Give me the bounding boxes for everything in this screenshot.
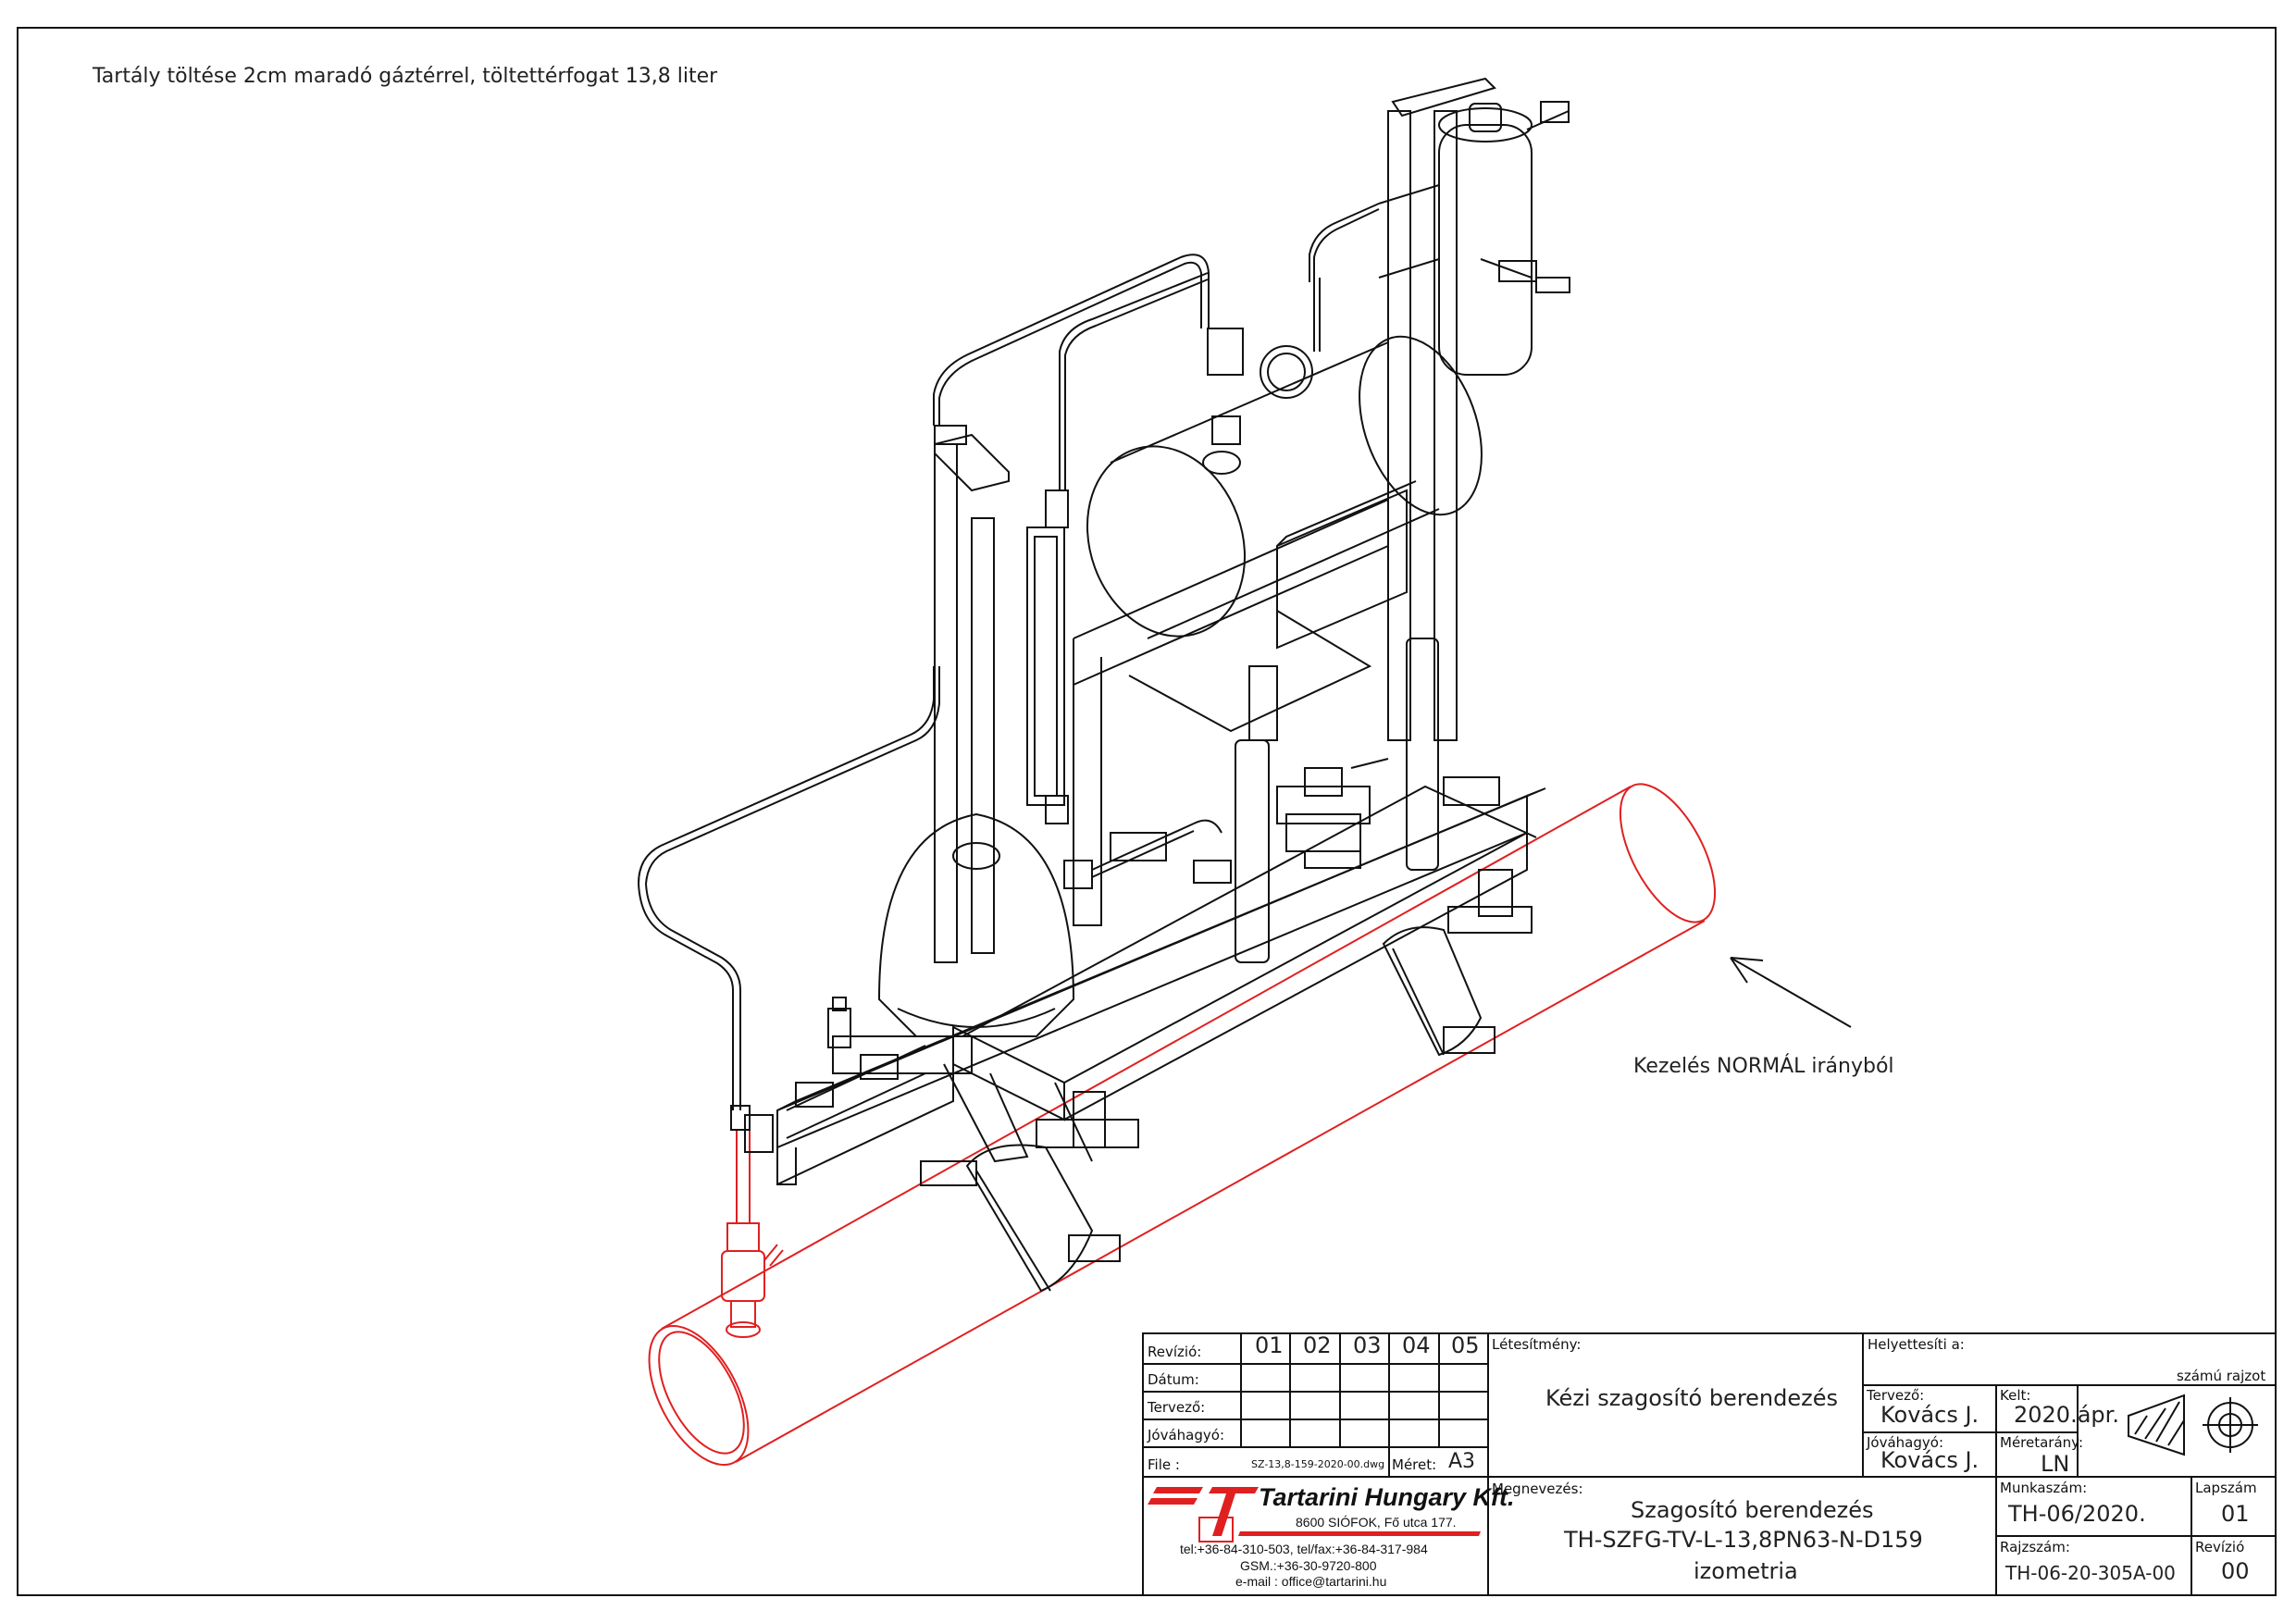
rev-value: 00 xyxy=(2221,1558,2250,1584)
rev-label: Revízió xyxy=(2195,1539,2245,1555)
rev-col-01: 01 xyxy=(1255,1332,1284,1358)
sheet-label: Lapszám xyxy=(2195,1480,2257,1496)
scale-value: LN xyxy=(2041,1451,2070,1477)
drawing-no-label: Rajzszám: xyxy=(2000,1539,2070,1555)
designer-value: Kovács J. xyxy=(1880,1402,1980,1428)
replaces-suffix: számú rajzot xyxy=(2177,1368,2266,1384)
replaces-label: Helyettesíti a: xyxy=(1868,1336,1965,1353)
facility-label: Létesítmény: xyxy=(1492,1336,1582,1353)
company-logo xyxy=(1148,1487,1481,1542)
date-label: Dátum: xyxy=(1148,1371,1199,1388)
direction-arrow xyxy=(1731,958,1851,1027)
facility-value: Kézi szagosító berendezés xyxy=(1545,1385,1839,1411)
designer-label-left: Tervező: xyxy=(1148,1399,1206,1416)
rev-col-04: 04 xyxy=(1402,1332,1431,1358)
approver-label-left: Jóváhagyó: xyxy=(1148,1427,1224,1443)
job-label: Munkaszám: xyxy=(2000,1480,2088,1496)
approver-label: Jóváhagyó: xyxy=(1867,1434,1943,1451)
date-issued-value: 2020.ápr. xyxy=(2014,1402,2119,1428)
rev-col-03: 03 xyxy=(1353,1332,1382,1358)
rev-col-02: 02 xyxy=(1303,1332,1332,1358)
company-phone: tel:+36-84-310-503, tel/fax:+36-84-317-9… xyxy=(1180,1542,1428,1556)
company-gsm: GSM.:+36-30-9720-800 xyxy=(1240,1558,1377,1573)
red-ball-valve xyxy=(722,1129,783,1337)
name-line2: TH-SZFG-TV-L-13,8PN63-N-D159 xyxy=(1564,1527,1923,1553)
company-name: Tartarini Hungary Kft. xyxy=(1259,1483,1515,1511)
name-line1: Szagosító berendezés xyxy=(1631,1497,1874,1523)
company-email: e-mail : office@tartarini.hu xyxy=(1235,1574,1387,1589)
title-block-grid xyxy=(1143,1333,2276,1595)
fill-note: Tartály töltése 2cm maradó gáztérrel, tö… xyxy=(93,65,718,88)
direction-note: Kezelés NORMÁL irányból xyxy=(1633,1055,1894,1078)
file-label: File : xyxy=(1148,1456,1180,1473)
scale-label: Méretarány: xyxy=(2000,1434,2084,1451)
date-issued-label: Kelt: xyxy=(2000,1387,2031,1404)
main-pipeline xyxy=(628,770,1734,1481)
size-label: Méret: xyxy=(1392,1456,1437,1473)
sheet-value: 01 xyxy=(2221,1501,2250,1527)
drawing-no-value: TH-06-20-305A-00 xyxy=(2005,1562,2176,1584)
designer-label: Tervező: xyxy=(1867,1387,1925,1404)
sheet-frame xyxy=(18,28,2276,1595)
job-value: TH-06/2020. xyxy=(2008,1501,2146,1527)
company-address: 8600 SIÓFOK, Fő utca 177. xyxy=(1296,1515,1457,1530)
revision-label: Revízió: xyxy=(1148,1344,1202,1360)
approver-value: Kovács J. xyxy=(1880,1447,1980,1473)
size-value: A3 xyxy=(1448,1450,1476,1473)
rev-col-05: 05 xyxy=(1451,1332,1480,1358)
file-value: SZ-13,8-159-2020-00.dwg xyxy=(1251,1458,1385,1470)
name-label: Megnevezés: xyxy=(1492,1481,1583,1497)
name-line3: izometria xyxy=(1694,1558,1798,1584)
equipment-linework xyxy=(639,79,1570,1291)
